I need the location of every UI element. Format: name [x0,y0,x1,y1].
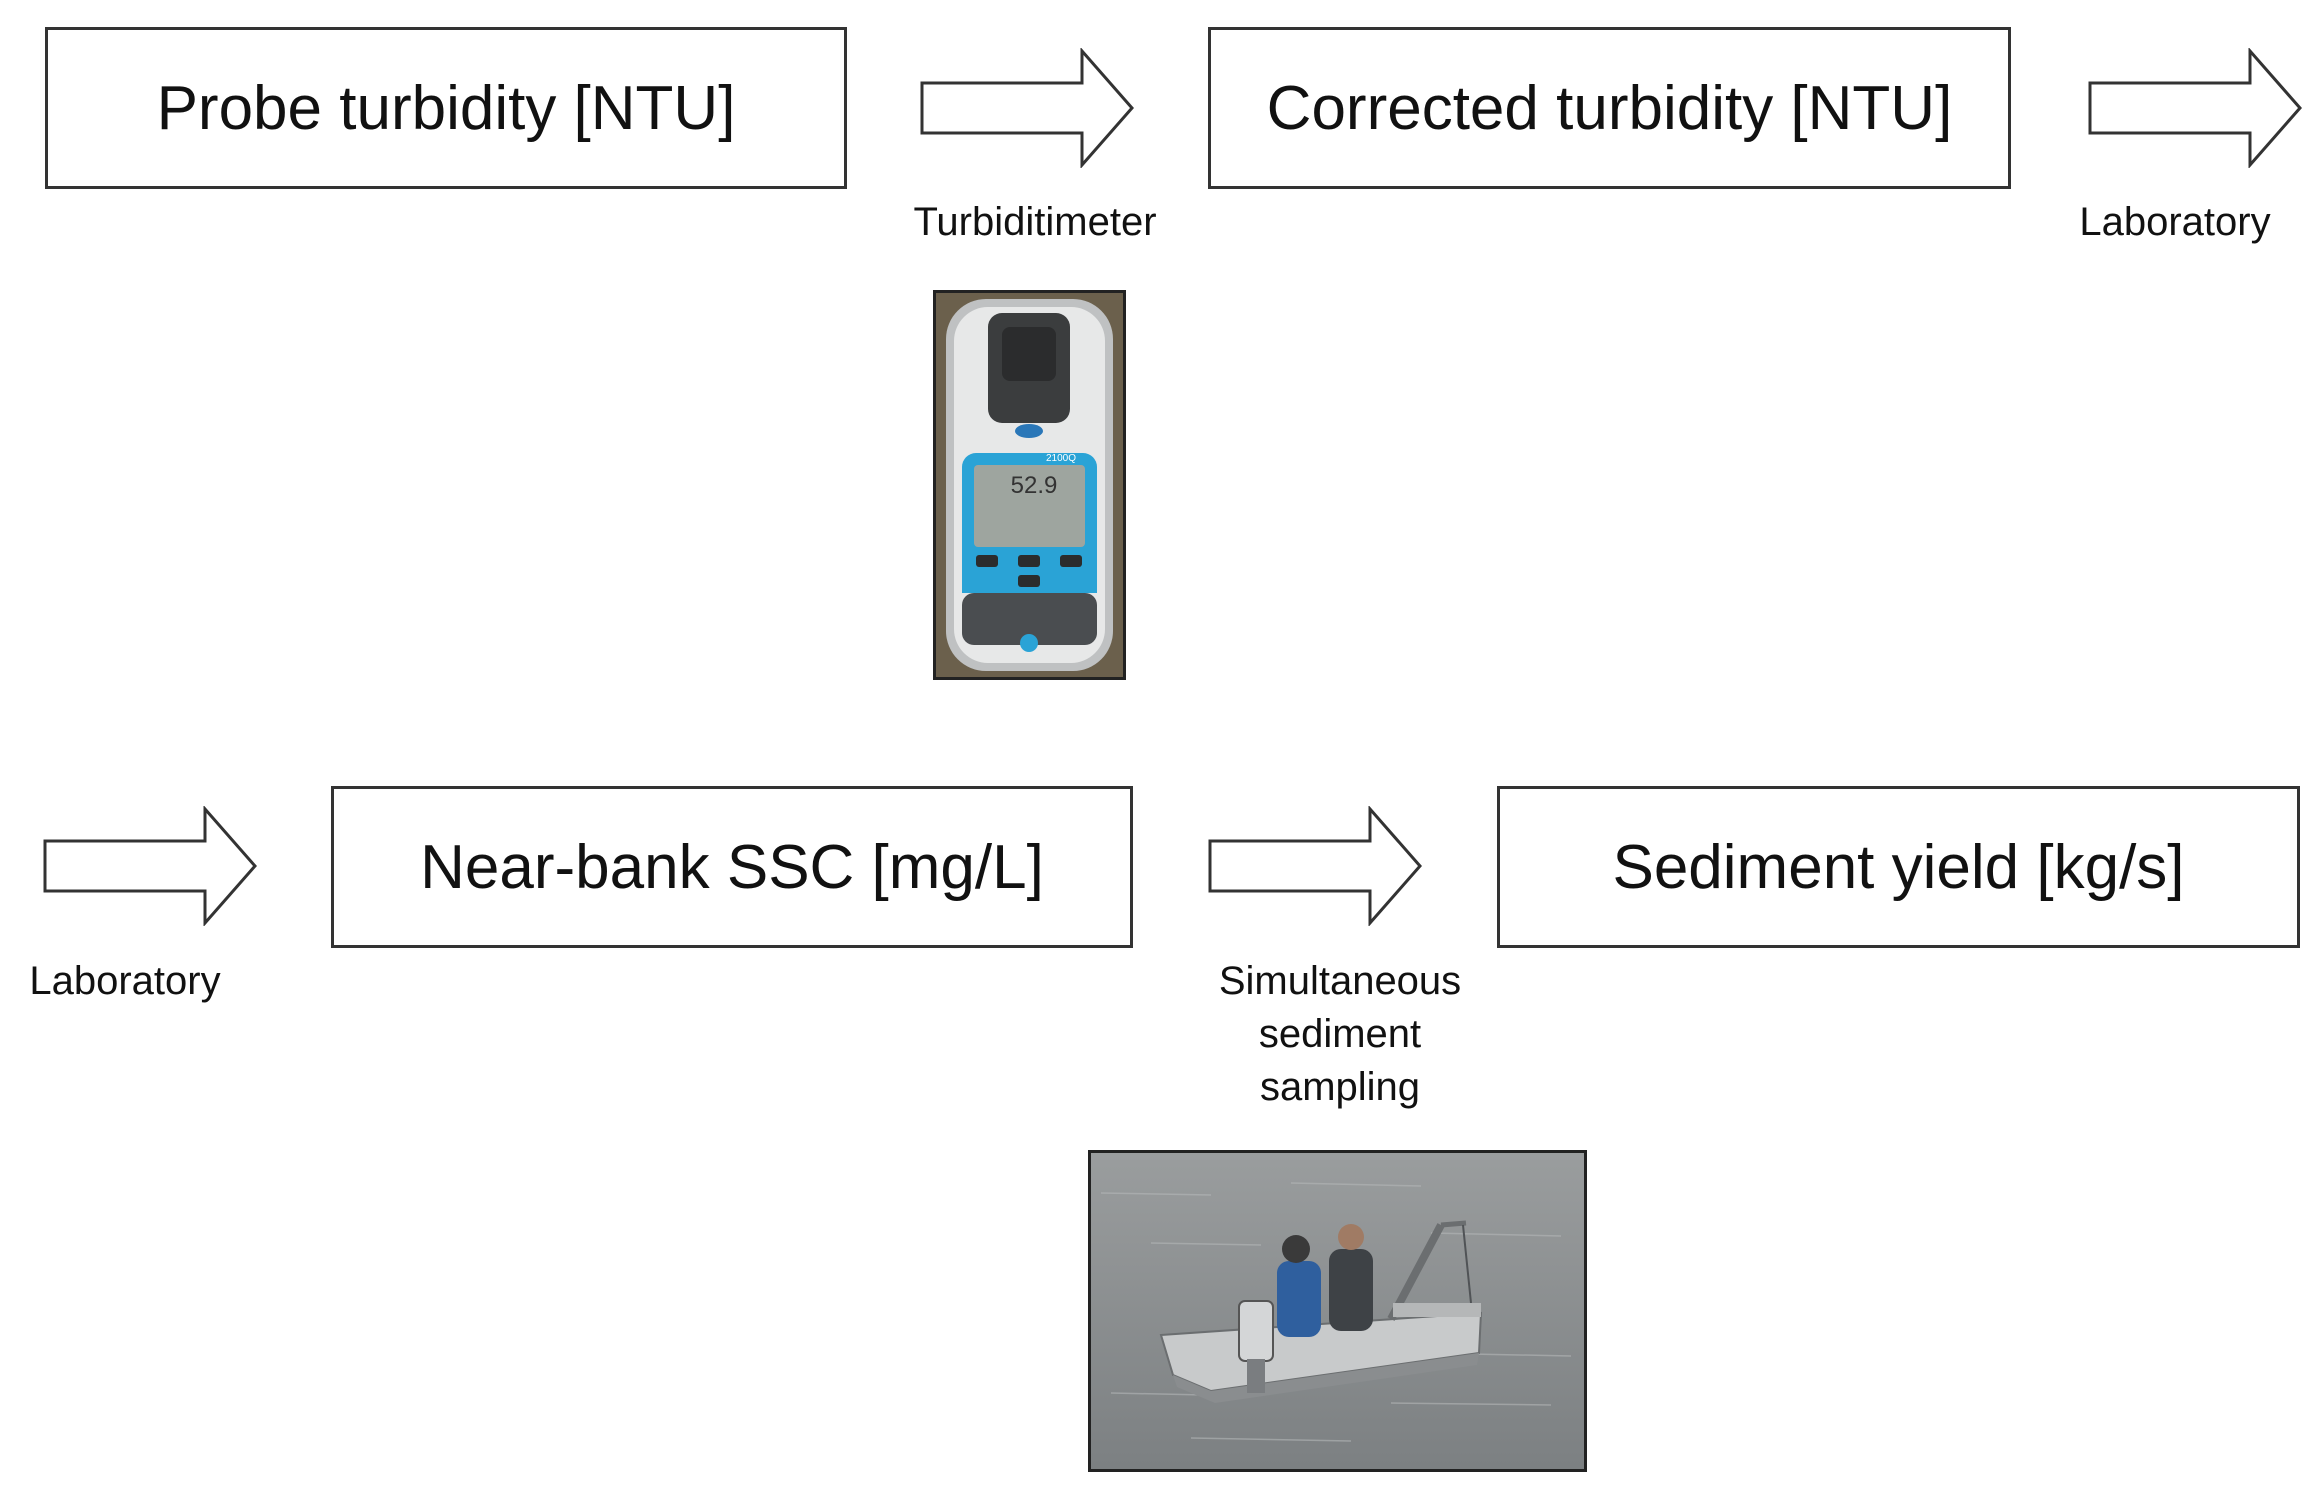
sediment-yield-label: Sediment yield [kg/s] [1612,832,2185,902]
corrected-turbidity-box: Corrected turbidity [NTU] [1208,27,2011,189]
turbiditimeter-label: Turbiditimeter [913,200,1157,244]
corrected-turbidity-label: Corrected turbidity [NTU] [1266,73,1953,143]
probe-turbidity-label: Probe turbidity [NTU] [156,73,736,143]
device-model: 2100Q [1046,453,1076,464]
sampling-label-line2: sediment [1258,1012,1422,1056]
laboratory-label-top: Laboratory [2079,200,2271,244]
turbiditimeter-photo: 52.9 2100Q [933,290,1126,680]
sediment-sampling-label: Simultaneous sediment sampling [1180,955,1500,1114]
near-bank-ssc-box: Near-bank SSC [mg/L] [331,786,1133,948]
arrow-right-icon [1208,806,1422,926]
device-reading: 52.9 [1011,472,1058,499]
arrow-right-icon [2088,48,2302,168]
laboratory-label-bottom: Laboratory [29,959,221,1003]
sampling-label-line1: Simultaneous [1218,959,1462,1003]
near-bank-ssc-label: Near-bank SSC [mg/L] [420,832,1044,902]
probe-turbidity-box: Probe turbidity [NTU] [45,27,847,189]
arrow-right-icon [43,806,257,926]
sediment-yield-box: Sediment yield [kg/s] [1497,786,2300,948]
arrow-right-icon [920,48,1134,168]
boat-sampling-photo [1088,1150,1587,1472]
sampling-label-line3: sampling [1259,1065,1421,1109]
